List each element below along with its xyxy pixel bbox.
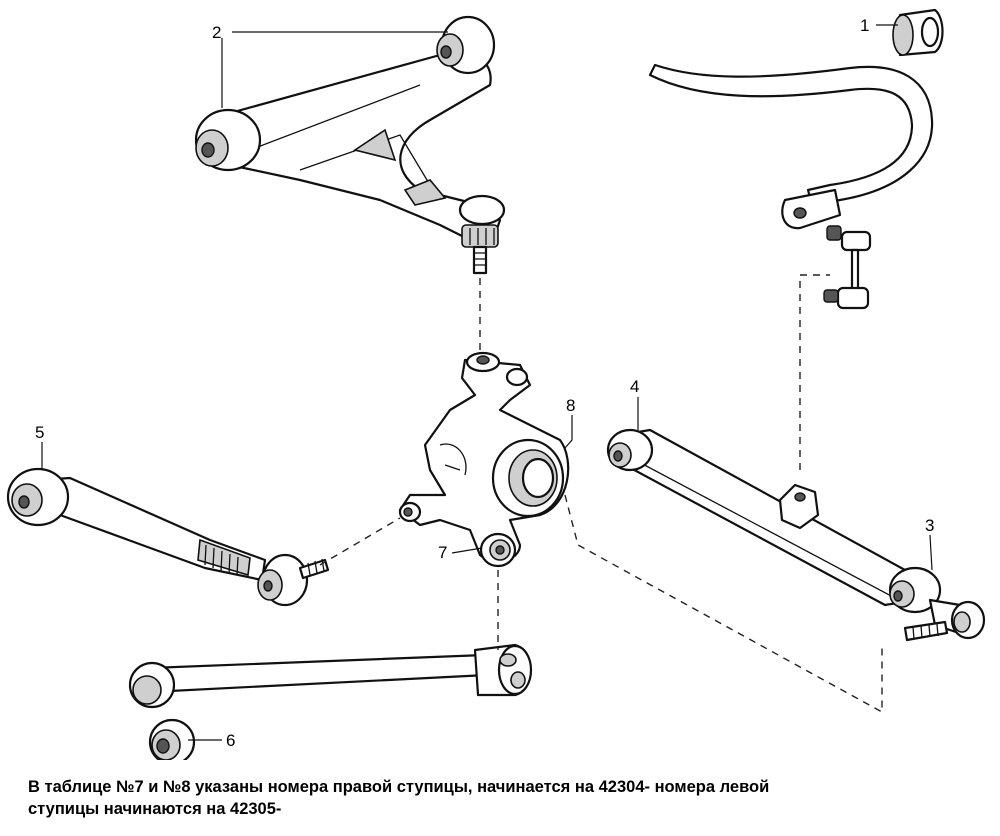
caption-line-1: В таблице №7 и №8 указаны номера правой … (28, 778, 770, 796)
strut-rod-bushing (148, 718, 196, 760)
stabilizer-bar (648, 63, 934, 230)
caption-line-2: ступицы начинаются на 42305- (28, 800, 282, 818)
callout-numbers: 2 1 3 4 5 6 7 8 (35, 16, 934, 750)
callout-leaders (41, 24, 933, 741)
assembly-lines (319, 274, 883, 714)
strut-rod (128, 643, 533, 709)
callout-3: 3 (925, 516, 934, 535)
steering-knuckle-hub (398, 351, 570, 563)
callout-1: 1 (860, 16, 869, 35)
lower-arm-bushing (888, 566, 986, 642)
callout-6: 6 (226, 731, 235, 750)
diagram-caption: В таблице №7 и №8 указаны номера правой … (28, 776, 978, 820)
callout-8: 8 (566, 396, 575, 415)
stabilizer-link (823, 225, 872, 310)
stabilizer-bushing (892, 8, 944, 57)
lower-control-arm (606, 428, 917, 607)
callout-5: 5 (35, 423, 44, 442)
knuckle-bushing (479, 532, 517, 568)
trailing-link (6, 467, 330, 607)
callout-4: 4 (630, 377, 639, 396)
suspension-exploded-diagram: 2 1 3 4 5 6 7 8 (6, 8, 986, 760)
callout-2: 2 (212, 23, 221, 42)
upper-control-arm (194, 15, 506, 275)
callout-7: 7 (438, 543, 447, 562)
